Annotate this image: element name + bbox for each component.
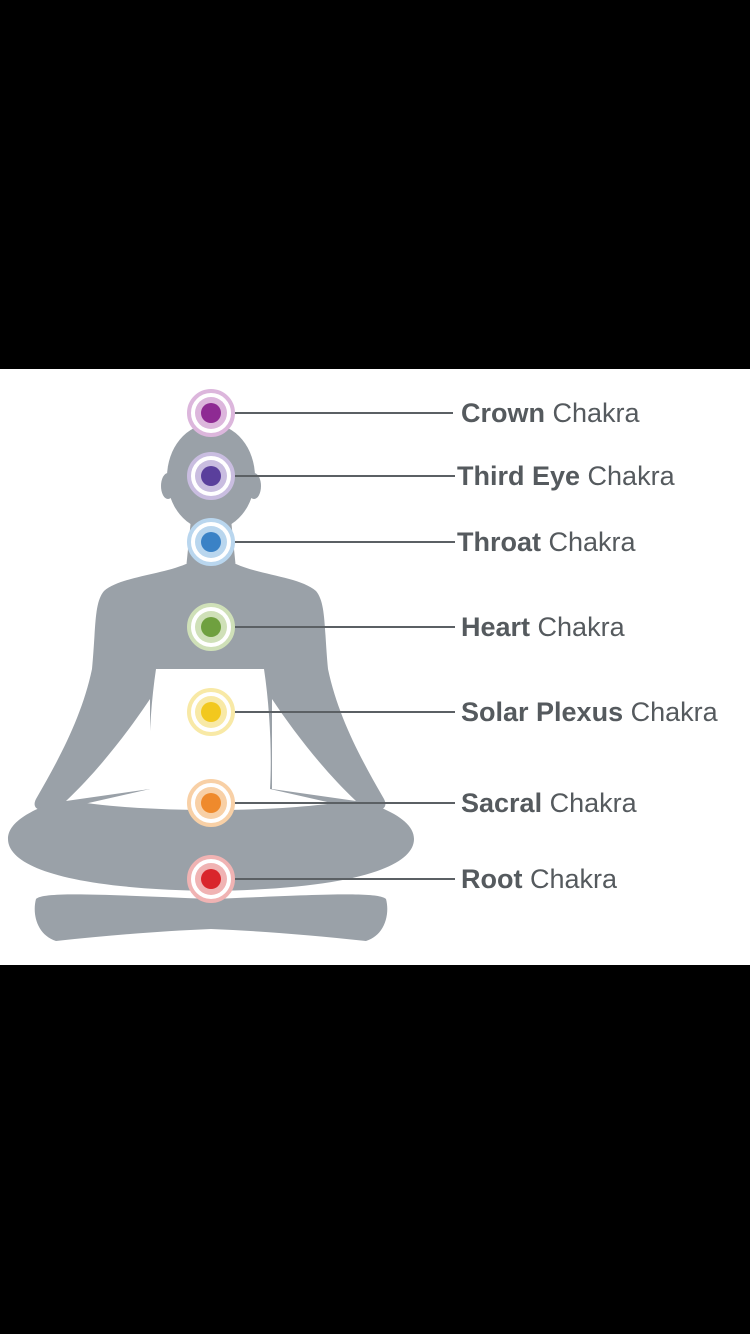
chakra-diagram-svg xyxy=(8,389,455,941)
chakra-name: Crown xyxy=(461,398,545,428)
chakra-suffix: Chakra xyxy=(552,398,640,428)
chakra-dot-heart-icon xyxy=(187,603,235,651)
chakra-name: Heart xyxy=(461,612,531,642)
chakra-dot-crown-icon xyxy=(187,389,235,437)
chakra-dot-third-eye-icon xyxy=(187,452,235,500)
chakra-name: Throat xyxy=(457,527,541,557)
chakra-dot-root-icon xyxy=(187,855,235,903)
leader-lines xyxy=(231,412,455,880)
chakra-label-third-eye: Third Eye Chakra xyxy=(457,458,675,494)
chakra-dots xyxy=(187,389,235,903)
chakra-label-sacral: Sacral Chakra xyxy=(461,785,637,821)
chakra-dot-solar-plexus-icon xyxy=(187,688,235,736)
chakra-dot-sacral-icon xyxy=(187,779,235,827)
chakra-name: Root xyxy=(461,864,523,894)
letterbox-top xyxy=(0,0,750,369)
chakra-label-crown: Crown Chakra xyxy=(461,395,640,431)
chakra-suffix: Chakra xyxy=(548,527,636,557)
chakra-label-heart: Heart Chakra xyxy=(461,609,625,645)
chakra-suffix: Chakra xyxy=(530,864,618,894)
chakra-suffix: Chakra xyxy=(587,461,675,491)
chakra-suffix: Chakra xyxy=(549,788,637,818)
chakra-name: Solar Plexus xyxy=(461,697,624,727)
chakra-label-throat: Throat Chakra xyxy=(457,524,636,560)
chakra-name: Sacral xyxy=(461,788,543,818)
letterbox-bottom xyxy=(0,965,750,1334)
chakra-name: Third Eye xyxy=(457,461,581,491)
chakra-suffix: Chakra xyxy=(630,697,718,727)
chakra-dot-throat-icon xyxy=(187,518,235,566)
chakra-suffix: Chakra xyxy=(537,612,625,642)
chakra-label-root: Root Chakra xyxy=(461,861,617,897)
chakra-label-solar-plexus: Solar Plexus Chakra xyxy=(461,694,718,730)
